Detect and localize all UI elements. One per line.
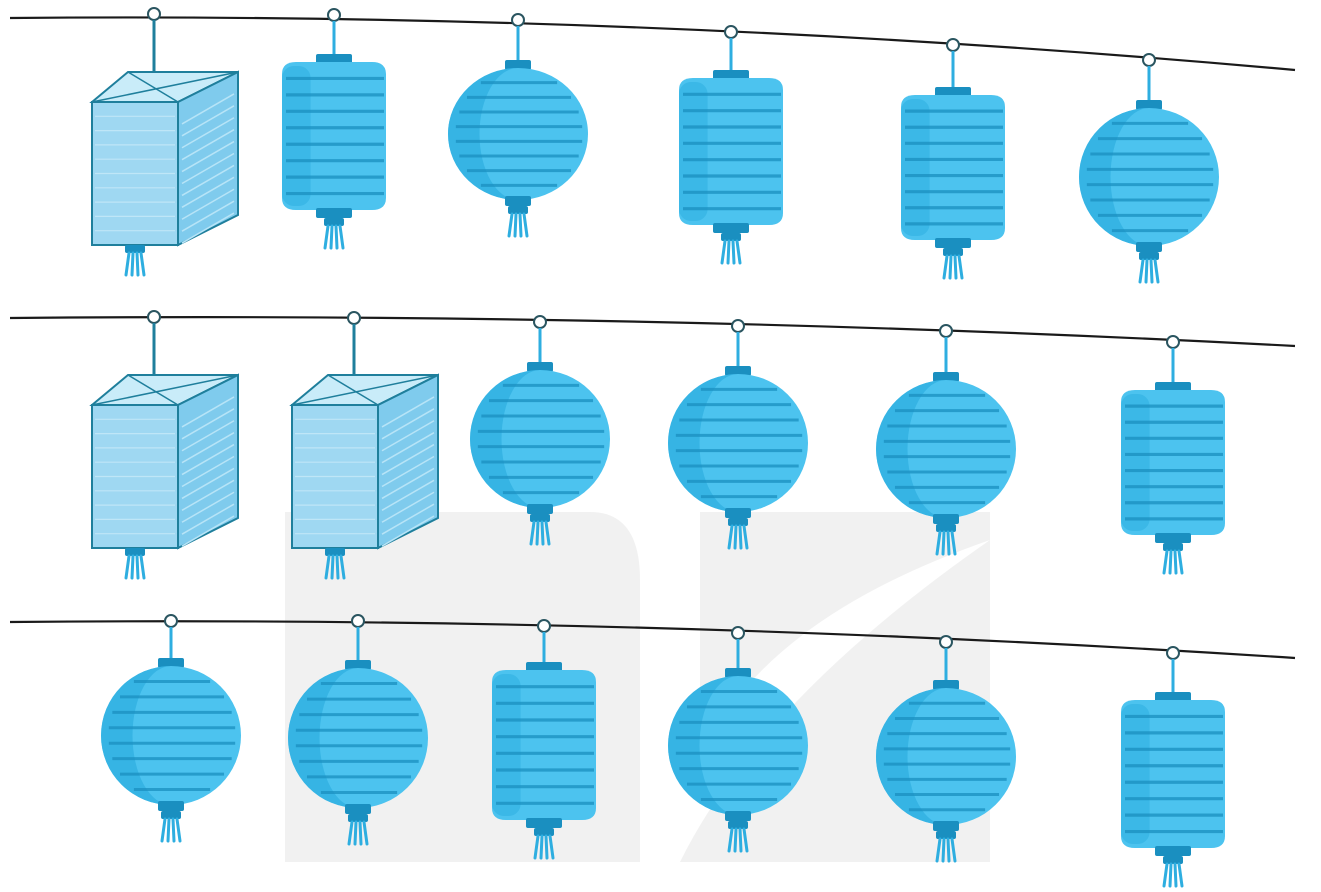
hook-ring-icon	[939, 324, 953, 338]
round-lantern-icon	[876, 648, 1016, 863]
hook-ring-icon	[347, 311, 361, 325]
lantern-body	[1121, 382, 1225, 543]
tassel	[533, 828, 555, 860]
round-lantern-r1-3	[448, 13, 588, 238]
lantern-body	[901, 87, 1005, 248]
tassel	[347, 814, 369, 846]
tassel	[507, 206, 529, 238]
tassel	[1162, 856, 1184, 888]
hanging-strings	[9, 16, 1296, 660]
tassel	[1162, 543, 1184, 575]
round-lantern-icon	[101, 627, 241, 843]
string-row-1	[9, 16, 1296, 72]
box-lantern-r2-2	[289, 311, 439, 580]
tassel	[720, 233, 742, 265]
lantern-body	[876, 372, 1016, 524]
round-lantern-r2-3	[470, 315, 610, 546]
tassel	[124, 548, 146, 580]
cylinder-lantern-icon	[1121, 348, 1225, 575]
cylinder-lantern-icon	[901, 51, 1005, 280]
cylinder-lantern-r1-2	[282, 8, 386, 250]
round-lantern-r3-5	[876, 635, 1016, 863]
tassel	[323, 218, 345, 250]
cylinder-lantern-icon	[492, 632, 596, 860]
hook-ring-icon	[327, 8, 341, 22]
tassel	[324, 548, 346, 580]
cylinder-lantern-icon	[282, 21, 386, 250]
lantern-body	[288, 660, 428, 814]
round-lantern-icon	[668, 332, 808, 550]
round-lantern-r1-6	[1079, 53, 1219, 284]
tassel	[160, 811, 182, 843]
hook-ring-icon	[351, 614, 365, 628]
hook-ring-icon	[731, 626, 745, 640]
hook-ring-icon	[147, 310, 161, 324]
lantern-body	[668, 366, 808, 518]
hook-ring-icon	[537, 619, 551, 633]
lantern-body	[89, 70, 239, 247]
tassel	[727, 518, 749, 550]
box-lantern-icon	[289, 324, 439, 580]
round-lantern-icon	[470, 328, 610, 546]
hook-ring-icon	[939, 635, 953, 649]
round-lantern-icon	[876, 337, 1016, 556]
round-lantern-r2-5	[876, 324, 1016, 556]
tassel	[727, 821, 749, 853]
box-lantern-icon	[89, 20, 239, 277]
hook-ring-icon	[1166, 335, 1180, 349]
lantern-body	[101, 658, 241, 811]
lantern-body	[448, 60, 588, 206]
tassel	[529, 514, 551, 546]
round-lantern-r3-2	[288, 614, 428, 846]
hook-ring-icon	[1166, 646, 1180, 660]
round-lantern-icon	[1079, 66, 1219, 284]
round-lantern-icon	[668, 639, 808, 853]
box-lantern-r2-1	[89, 310, 239, 580]
round-lantern-r3-4	[668, 626, 808, 853]
hook-ring-icon	[511, 13, 525, 27]
round-lantern-icon	[448, 26, 588, 238]
hook-ring-icon	[533, 315, 547, 329]
lantern-body	[289, 373, 439, 550]
hook-ring-icon	[164, 614, 178, 628]
cylinder-lantern-icon	[1121, 659, 1225, 888]
string-row-2	[9, 316, 1296, 348]
hook-ring-icon	[946, 38, 960, 52]
hook-ring-icon	[731, 319, 745, 333]
round-lantern-r3-1	[101, 614, 241, 843]
lantern-body	[876, 680, 1016, 831]
cylinder-lantern-r2-6	[1121, 335, 1225, 575]
tassel	[1138, 252, 1160, 284]
cylinder-lantern-r3-6	[1121, 646, 1225, 888]
cylinder-lantern-r1-5	[901, 38, 1005, 280]
cylinder-lantern-icon	[679, 38, 783, 265]
lantern-body	[492, 662, 596, 828]
lantern-body	[470, 362, 610, 514]
cylinder-lantern-r3-3	[492, 619, 596, 860]
lantern-body	[1121, 692, 1225, 856]
lantern-body	[1079, 100, 1219, 252]
lanterns-group	[89, 7, 1225, 888]
round-lantern-r2-4	[668, 319, 808, 550]
box-lantern-icon	[89, 323, 239, 580]
lantern-body	[668, 668, 808, 821]
tassel	[935, 524, 957, 556]
lantern-body	[679, 70, 783, 233]
cylinder-lantern-r1-4	[679, 25, 783, 265]
lantern-body	[282, 54, 386, 218]
box-lantern-r1-1	[89, 7, 239, 277]
hook-ring-icon	[724, 25, 738, 39]
lantern-body	[89, 373, 239, 550]
string-row-3	[9, 620, 1296, 660]
hook-ring-icon	[147, 7, 161, 21]
tassel	[124, 245, 146, 277]
tassel	[942, 248, 964, 280]
tassel	[935, 831, 957, 863]
hook-ring-icon	[1142, 53, 1156, 67]
round-lantern-icon	[288, 627, 428, 846]
